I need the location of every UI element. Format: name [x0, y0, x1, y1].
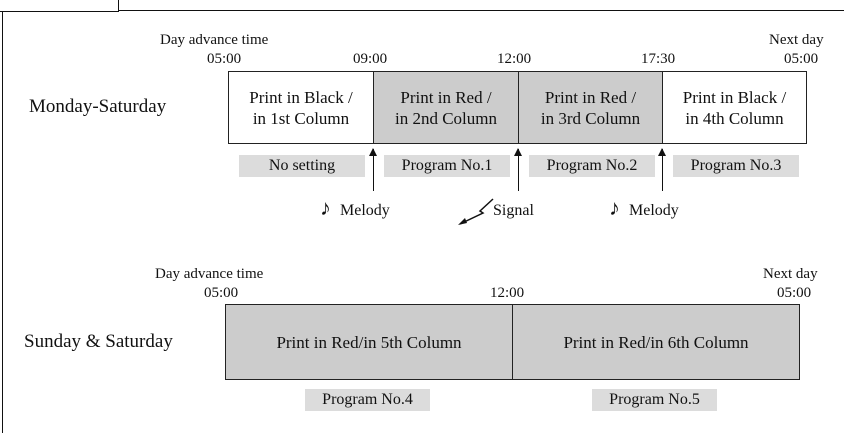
weekend-segment-1-text: Print in Red/in 5th Column	[276, 332, 462, 352]
weekday-segment-2: Print in Red / in 2nd Column	[373, 71, 519, 144]
weekday-time-start: 05:00	[207, 51, 242, 67]
weekend-time-end: 05:00	[777, 285, 812, 301]
lightning-arrow-icon	[458, 198, 494, 225]
segment-1-line1: Print in Black /	[249, 87, 353, 107]
header-tab	[0, 0, 119, 12]
signal-label-2: Signal	[493, 202, 534, 219]
segment-3-line1: Print in Red /	[544, 87, 637, 107]
music-note-icon: ♪	[320, 195, 331, 220]
melody-arrow-1	[369, 148, 377, 191]
weekday-time-1200: 12:00	[497, 51, 532, 67]
weekday-segment-3: Print in Red / in 3rd Column	[518, 71, 663, 144]
weekday-time-0900: 09:00	[353, 51, 388, 67]
weekend-program-1: Program No.4	[305, 389, 430, 411]
weekend-row-label: Sunday & Saturday	[24, 331, 173, 352]
weekday-time-end: 05:00	[784, 51, 819, 67]
music-note-icon: ♪	[609, 195, 620, 220]
weekday-segment-4: Print in Black / in 4th Column	[662, 71, 807, 144]
weekend-time-start: 05:00	[204, 285, 239, 301]
weekday-row-label: Monday-Saturday	[29, 96, 167, 117]
weekend-segment-2: Print in Red/in 6th Column	[512, 304, 800, 380]
segment-1-line2: in 1st Column	[252, 108, 350, 128]
weekend-segment-2-text: Print in Red/in 6th Column	[563, 332, 749, 352]
signal-label-3: Melody	[629, 202, 679, 219]
weekday-time-1730: 17:30	[641, 51, 676, 67]
weekday-program-4: Program No.3	[673, 155, 799, 177]
melody-arrow-2	[658, 148, 666, 191]
weekday-program-3: Program No.2	[529, 155, 655, 177]
signal-label-1: Melody	[340, 202, 390, 219]
weekend-time-1200: 12:00	[490, 285, 525, 301]
weekend-program-2: Program No.5	[592, 389, 717, 411]
segment-3-line2: in 3rd Column	[540, 108, 641, 128]
weekend-next-day-label: Next day	[763, 266, 818, 282]
segment-2-line1: Print in Red /	[400, 87, 492, 107]
weekday-next-day-label: Next day	[769, 32, 824, 48]
segment-4-line1: Print in Black /	[682, 87, 787, 107]
weekday-program-1: No setting	[239, 155, 365, 177]
weekday-segment-1: Print in Black / in 1st Column	[228, 71, 374, 144]
diagram-frame	[2, 10, 844, 433]
signal-arrow	[514, 148, 522, 191]
segment-4-line2: in 4th Column	[685, 108, 784, 128]
weekend-segment-1: Print in Red/in 5th Column	[225, 304, 513, 380]
weekend-day-advance-label: Day advance time	[155, 266, 264, 282]
weekday-day-advance-label: Day advance time	[160, 32, 269, 48]
segment-2-line2: in 2nd Column	[394, 108, 497, 128]
weekday-program-2: Program No.1	[384, 155, 510, 177]
